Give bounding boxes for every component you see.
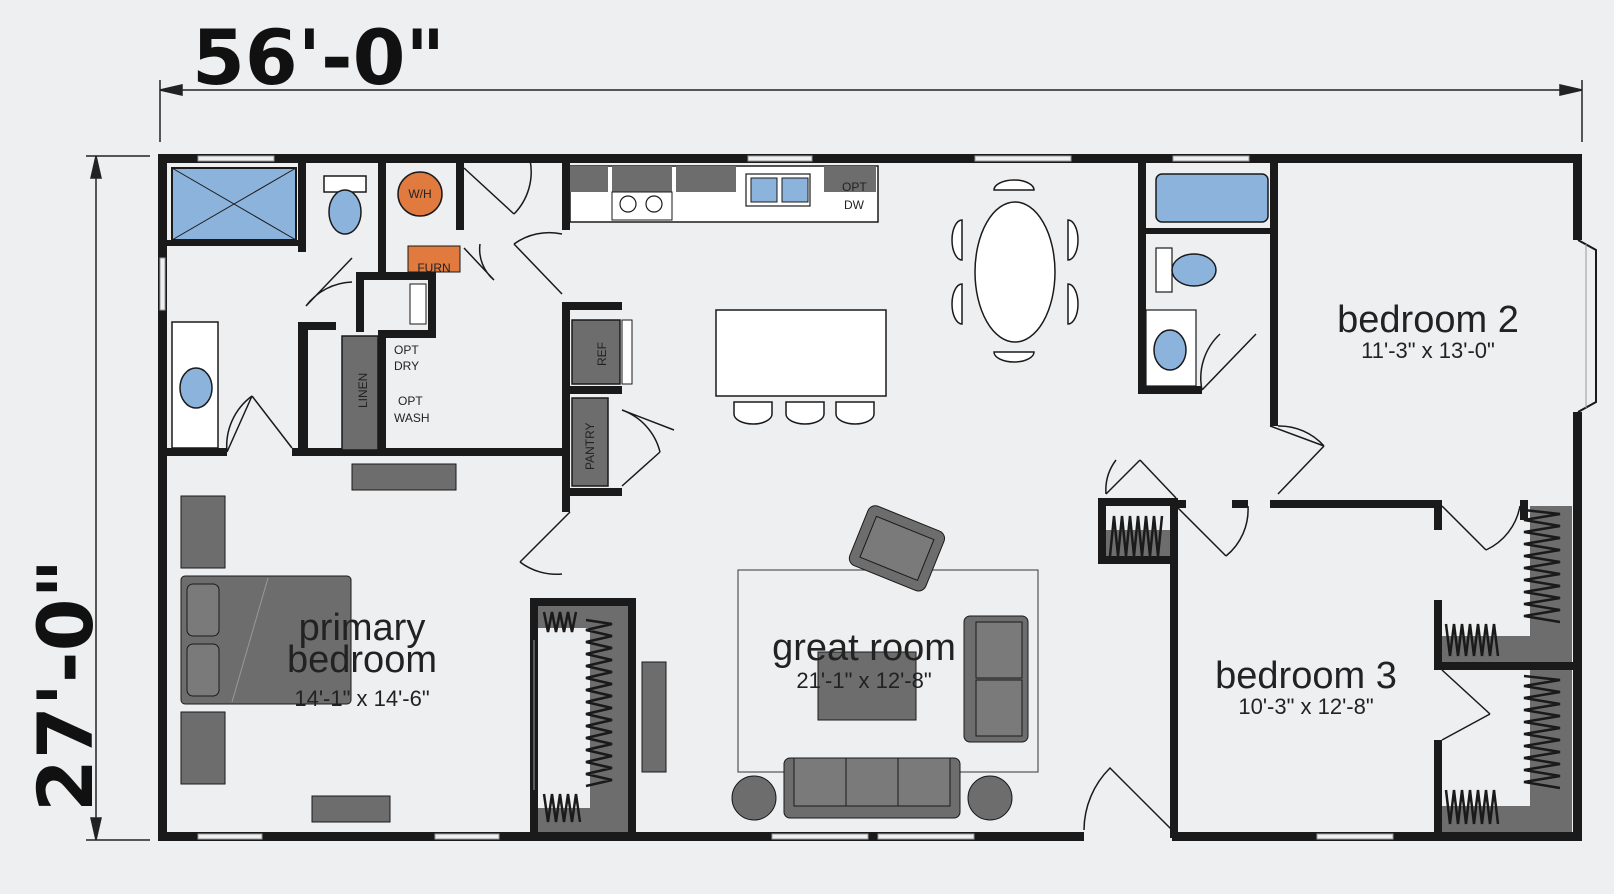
refrigerator — [571, 319, 621, 385]
primary-bedroom-furniture — [180, 463, 667, 823]
burner-icon — [645, 195, 663, 213]
furnace-label: FURN — [417, 261, 450, 275]
bedroom-2-name: bedroom 2 — [1337, 299, 1519, 341]
hall-toilet-tank — [1155, 247, 1173, 293]
bedroom-2-size: 11'-3" x 13'-0" — [1361, 338, 1495, 363]
floor-area — [160, 156, 1582, 838]
dining-set — [951, 179, 1079, 363]
counter-top-mid — [676, 166, 736, 192]
fridge-door — [621, 319, 633, 385]
great-room-name: great room — [772, 627, 956, 669]
furnace-icon — [407, 245, 461, 273]
bedroom-3-name: bedroom 3 — [1215, 655, 1397, 697]
pantry-shelf — [571, 397, 609, 487]
bathtub — [1155, 173, 1269, 223]
pantry-label: PANTRY — [583, 422, 597, 470]
burner-icon — [619, 195, 637, 213]
dishwasher-top — [824, 166, 876, 192]
bedroom-3-size: 10'-3" x 12'-8" — [1238, 694, 1373, 719]
bay-window — [1577, 239, 1597, 413]
opt-dry-label-1: OPT — [394, 343, 419, 357]
opt-wash-label-1: OPT — [398, 394, 423, 408]
door-swings — [225, 159, 1521, 831]
stools — [733, 401, 875, 425]
opt-dw-label-1: OPT — [842, 180, 867, 194]
great-room-furniture — [731, 505, 1029, 821]
water-heater-icon — [397, 171, 443, 217]
exterior-walls — [158, 154, 1582, 841]
primary-bedroom-name-1: primary — [299, 607, 426, 649]
water-heater-label: W/H — [408, 187, 431, 201]
great-room-size: 21'-1" x 12'-8" — [796, 668, 931, 693]
opt-wash-label-2: WASH — [394, 411, 430, 425]
ref-label: REF — [595, 342, 609, 366]
windows — [159, 155, 1394, 840]
opt-dw-label-2: DW — [844, 198, 865, 212]
sink-basin — [750, 177, 778, 203]
sink-basin — [781, 177, 809, 203]
counter-top-left — [570, 166, 608, 192]
range-top — [612, 166, 672, 192]
toilet-bowl — [328, 189, 362, 235]
kitchen-island — [715, 309, 887, 397]
overall-width-label: 56'-0" — [192, 13, 445, 102]
front-door-gap — [1084, 830, 1172, 842]
primary-bedroom-name-2: bedroom — [287, 639, 437, 681]
primary-bedroom-size: 14'-1" x 14'-6" — [294, 686, 429, 711]
utility-sink — [409, 283, 427, 325]
closet-hangers — [533, 506, 1572, 832]
hall-toilet-bowl — [1171, 253, 1217, 287]
overall-depth-label: 27'-0" — [21, 559, 110, 812]
shower-x — [171, 167, 297, 241]
linen-label: LINEN — [356, 373, 370, 408]
sink-bowl — [179, 367, 213, 409]
hall-sink — [1153, 329, 1187, 371]
linen-shelf — [341, 335, 379, 451]
dimension-lines — [86, 80, 1583, 841]
opt-dry-label-2: DRY — [394, 359, 419, 373]
